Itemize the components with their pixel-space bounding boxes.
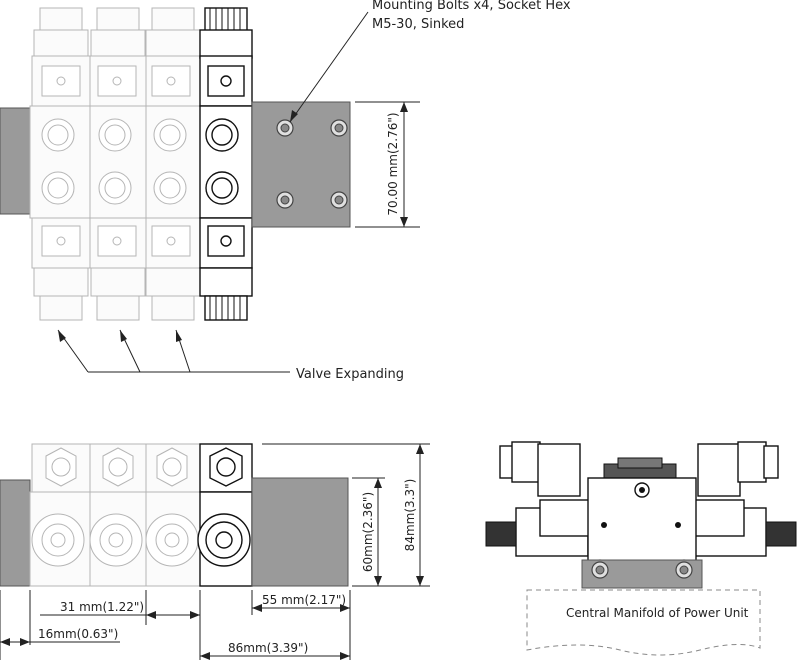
width-16-label: 16mm(0.63") <box>38 627 118 641</box>
bolt-leader-line <box>289 11 369 123</box>
bolt-leader-arrow <box>290 110 298 122</box>
top-valve-ghost-1 <box>29 7 91 321</box>
top-left-end-plate <box>0 107 31 215</box>
width-55-label: 55 mm(2.17") <box>262 593 346 607</box>
top-valve-main <box>199 7 253 321</box>
height-70-label: 70.00 mm(2.76") <box>386 112 400 215</box>
front-view: 60mm(2.36") 84mm(3.3") 31 mm(1.22") 55 m… <box>0 443 430 660</box>
side-view: Central Manifold of Power Unit <box>485 441 797 656</box>
top-valve-ghost-2 <box>89 7 147 321</box>
mounting-bolts <box>276 119 348 209</box>
central-manifold-outline <box>526 589 761 656</box>
left-coil-nut <box>511 441 541 483</box>
width-31-label: 31 mm(1.22") <box>60 600 144 614</box>
front-valve-ghost-3 <box>145 443 201 587</box>
height-84-label: 84mm(3.3") <box>403 479 417 552</box>
height-60-label: 60mm(2.36") <box>361 492 375 572</box>
front-left-end-plate <box>0 479 31 587</box>
mounting-bolts-label-2: M5-30, Sinked <box>372 17 464 32</box>
left-knurled-knob <box>485 521 517 547</box>
mounting-bolts-label-1: Mounting Bolts x4, Socket Hex <box>372 0 571 13</box>
width-86-label: 86mm(3.39") <box>228 641 308 655</box>
right-knurled-knob <box>765 521 797 547</box>
front-valve-main <box>197 443 253 587</box>
central-manifold-label: Central Manifold of Power Unit <box>566 606 749 620</box>
left-coil-body <box>537 443 581 497</box>
top-view: Mounting Bolts x4, Socket Hex M5-30, Sin… <box>0 0 571 382</box>
valve-expanding-leaders <box>57 329 290 373</box>
front-valve-ghost-2 <box>89 443 147 587</box>
top-valve-ghost-3 <box>145 7 201 321</box>
right-coil-cap <box>763 445 779 479</box>
valve-expanding-label: Valve Expanding <box>296 367 404 382</box>
front-mounting-plate <box>251 477 349 587</box>
right-coil-nut <box>737 441 767 483</box>
front-valve-ghost-1 <box>29 443 91 587</box>
right-coil-body <box>697 443 741 497</box>
